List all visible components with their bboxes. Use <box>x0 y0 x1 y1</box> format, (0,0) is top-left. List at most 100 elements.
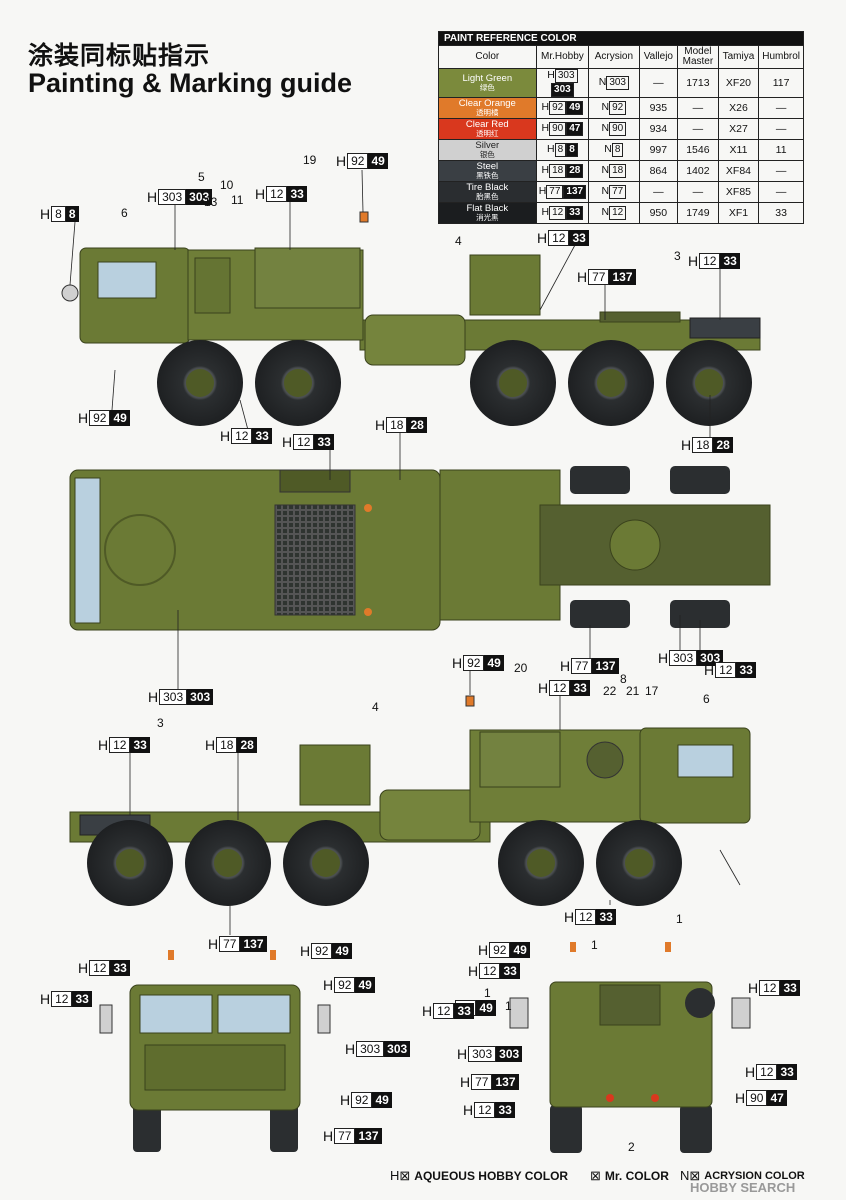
tamiya-cell: XF1 <box>717 202 760 224</box>
front-view <box>99 950 331 1152</box>
color-name-cn: 胎黑色 <box>476 192 499 201</box>
part-number: 20 <box>514 661 528 675</box>
color-name: Clear Orange <box>458 98 516 109</box>
paint-reference-table: PAINT REFERENCE COLOR Color Mr.Hobby Acr… <box>438 31 804 224</box>
color-name: Silver <box>475 140 500 151</box>
part-number: 22 <box>603 684 617 698</box>
color-name: Tire Black <box>466 182 509 193</box>
beacon-light <box>359 211 369 223</box>
winch <box>469 254 541 316</box>
vallejo-cell: — <box>638 68 679 98</box>
legend-aqueous: H⊠ AQUEOUS HOBBY COLOR <box>390 1168 569 1183</box>
part-number: 8 <box>620 672 627 686</box>
watermark: HOBBY SEARCH <box>690 1180 796 1195</box>
page-title-chinese: 涂装同标贴指示 <box>28 41 211 70</box>
color-name: Clear Red <box>465 119 509 130</box>
vallejo-cell: 950 <box>638 202 679 224</box>
top-body <box>69 469 441 631</box>
part-number: 3 <box>157 716 164 730</box>
col-header-tamiya: Tamiya <box>717 45 760 69</box>
part-number: 4 <box>372 700 379 714</box>
page-title: Painting & Marking guide <box>28 68 353 98</box>
side-view-right <box>69 695 751 906</box>
vallejo-cell: 997 <box>638 139 679 161</box>
part-number: 10 <box>220 178 234 192</box>
part-number: 6 <box>121 206 128 220</box>
humbrol-cell: 33 <box>758 202 804 224</box>
part-number: 6 <box>703 692 710 706</box>
color-name: Light Green <box>462 73 513 84</box>
leader-lines <box>69 169 741 935</box>
mirror-round <box>61 284 79 302</box>
color-name-cn: 消光黑 <box>476 213 499 222</box>
tamiya-cell: XF85 <box>717 181 760 203</box>
part-number: 19 <box>303 153 317 167</box>
modelmaster-cell: 1546 <box>677 139 719 161</box>
part-number: 5 <box>198 170 205 184</box>
tamiya-cell: XF20 <box>717 68 760 98</box>
color-name: Flat Black <box>466 203 509 214</box>
color-name-cn: 透明橘 <box>476 108 499 117</box>
part-number: 1 <box>505 999 512 1013</box>
part-number: 11 <box>231 193 244 207</box>
vallejo-cell: 935 <box>638 97 679 119</box>
legend-mrcolor: ⊠ Mr. COLOR <box>590 1168 669 1183</box>
part-number: 3 <box>674 249 681 263</box>
part-number: 4 <box>455 234 462 248</box>
legend-acrysion: N⊠ ACRYSION COLOR <box>680 1168 805 1183</box>
fuel-tank <box>364 314 466 366</box>
windshield-top <box>74 477 101 624</box>
cab-window <box>97 261 157 299</box>
modelmaster-cell: 1749 <box>677 202 719 224</box>
radiator-grill <box>274 504 356 616</box>
color-name-cn: 透明红 <box>476 129 499 138</box>
rear-view <box>509 942 751 1153</box>
color-name-cn: 绿色 <box>479 83 495 92</box>
modelmaster-cell: 1402 <box>677 160 719 182</box>
